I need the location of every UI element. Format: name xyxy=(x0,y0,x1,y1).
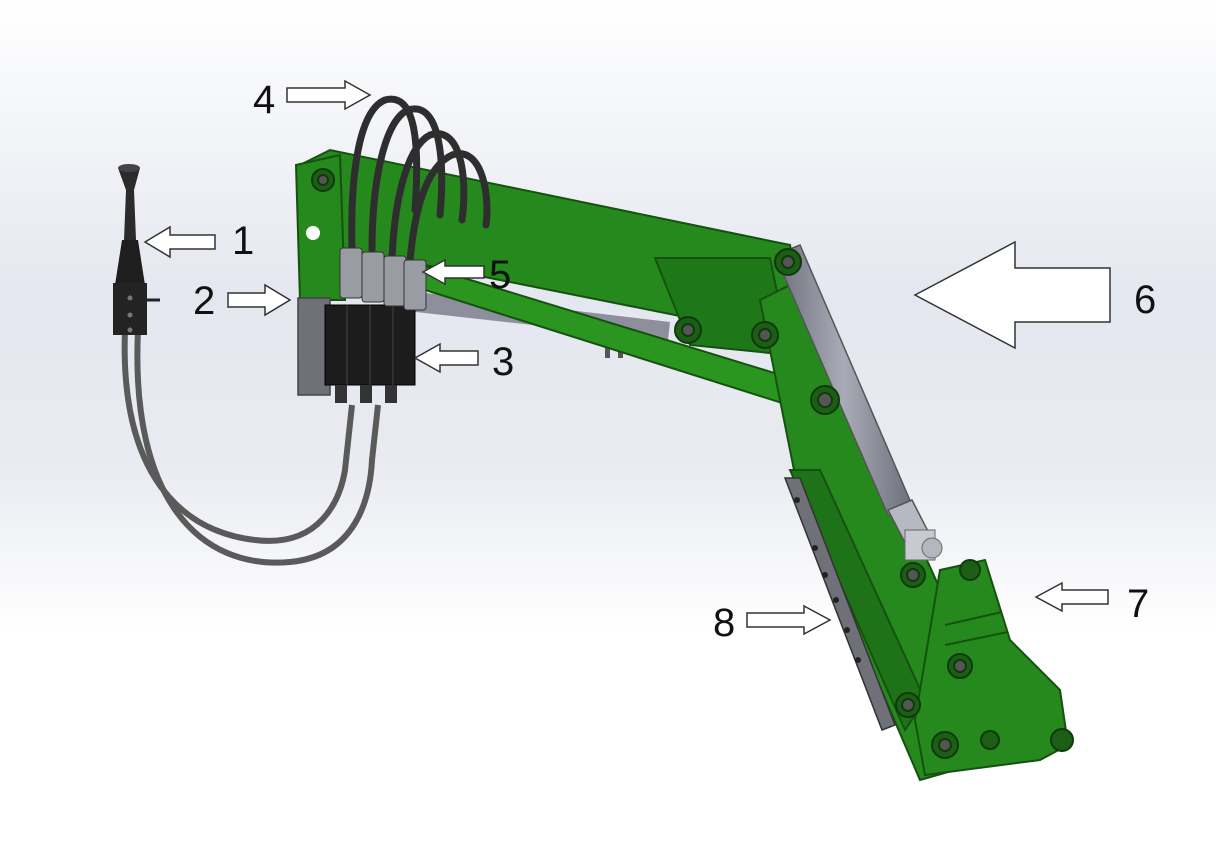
hydraulic-cylinder xyxy=(774,244,943,561)
pivot-pins xyxy=(311,168,1074,759)
arrow-8 xyxy=(746,604,832,636)
callout-label-6: 6 xyxy=(1134,278,1156,322)
callout-label-5: 5 xyxy=(489,253,511,297)
arrow-1 xyxy=(143,225,216,259)
callout-label-3: 3 xyxy=(492,340,514,384)
valve-block xyxy=(324,304,416,403)
control-cable-1 xyxy=(121,329,355,544)
arrow-7 xyxy=(1034,581,1109,613)
callout-label-4: 4 xyxy=(253,78,275,122)
callout-arrows xyxy=(143,79,1111,636)
joystick-base xyxy=(113,283,147,335)
callout-label-1: 1 xyxy=(232,219,254,263)
quick-couplers xyxy=(339,247,427,311)
joystick-knob xyxy=(118,168,140,240)
control-cable-2 xyxy=(134,329,381,566)
arrow-5 xyxy=(421,258,485,286)
arrow-3 xyxy=(413,342,479,374)
mounting-post xyxy=(294,153,347,301)
hydraulic-hoses xyxy=(348,95,491,266)
arrow-6 xyxy=(913,240,1111,350)
arrow-4 xyxy=(286,79,372,111)
valve-bracket xyxy=(297,297,331,396)
arrow-2 xyxy=(227,283,292,317)
callout-label-2: 2 xyxy=(193,279,215,323)
cutting-edge-strip xyxy=(783,477,896,731)
joystick-assembly xyxy=(113,164,381,566)
callout-label-7: 7 xyxy=(1127,582,1149,626)
callout-label-8: 8 xyxy=(713,601,735,645)
joystick-handle xyxy=(115,240,145,285)
